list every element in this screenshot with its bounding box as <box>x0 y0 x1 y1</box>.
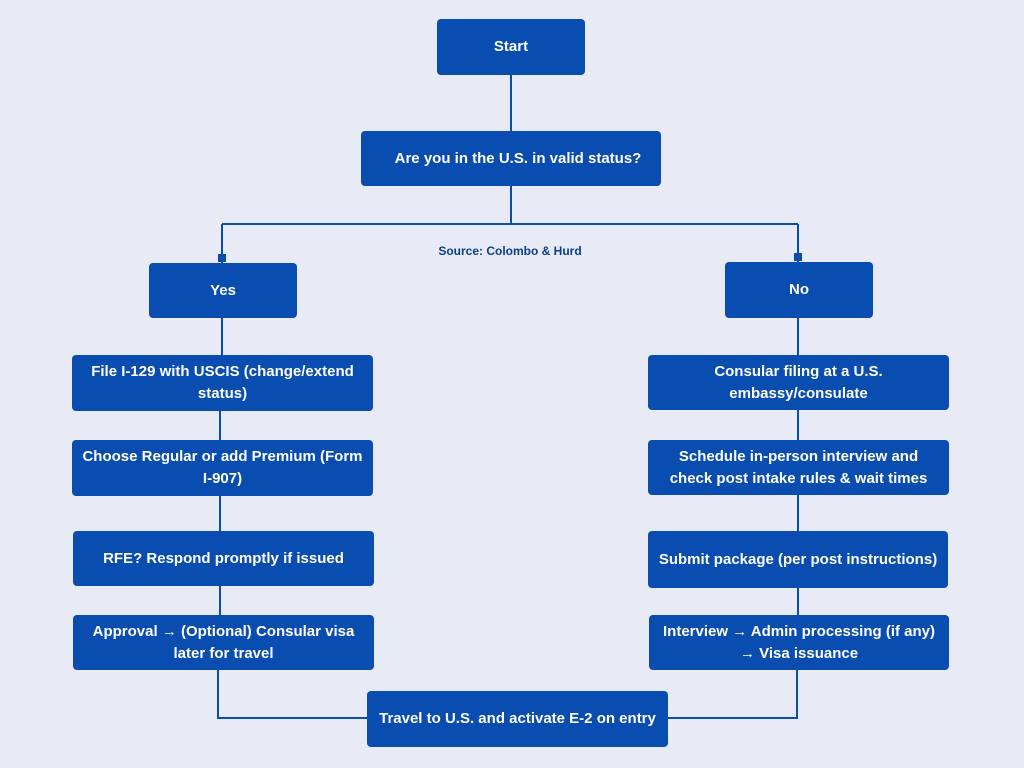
no-step2-node: Schedule in-person interview and check p… <box>648 440 949 495</box>
yes-node: Yes <box>149 263 297 318</box>
connector-yes-marker <box>218 254 226 262</box>
yes-step2-node: Choose Regular or add Premium (Form I-90… <box>72 440 373 496</box>
connector-no-step4-end <box>668 669 798 719</box>
no-step1-node: Consular filing at a U.S. embassy/consul… <box>648 355 949 410</box>
yes-step1-node: File I-129 with USCIS (change/extend sta… <box>72 355 373 411</box>
start-node: Start <box>437 19 585 75</box>
end-node: Travel to U.S. and activate E-2 on entry <box>367 691 668 747</box>
question-node: Are you in the U.S. in valid status? <box>361 131 661 186</box>
no-step4-node: Interview → Admin processing (if any) → … <box>649 615 949 670</box>
source-label: Source: Colombo & Hurd <box>438 244 582 258</box>
yes-step4-node: Approval → (Optional) Consular visa late… <box>73 615 374 670</box>
no-node: No <box>725 262 873 318</box>
no-step3-node: Submit package (per post instructions) <box>648 531 948 588</box>
connector-yes-step4-end <box>217 669 368 719</box>
yes-step3-node: RFE? Respond promptly if issued <box>73 531 374 586</box>
connector-no-marker <box>794 253 802 261</box>
